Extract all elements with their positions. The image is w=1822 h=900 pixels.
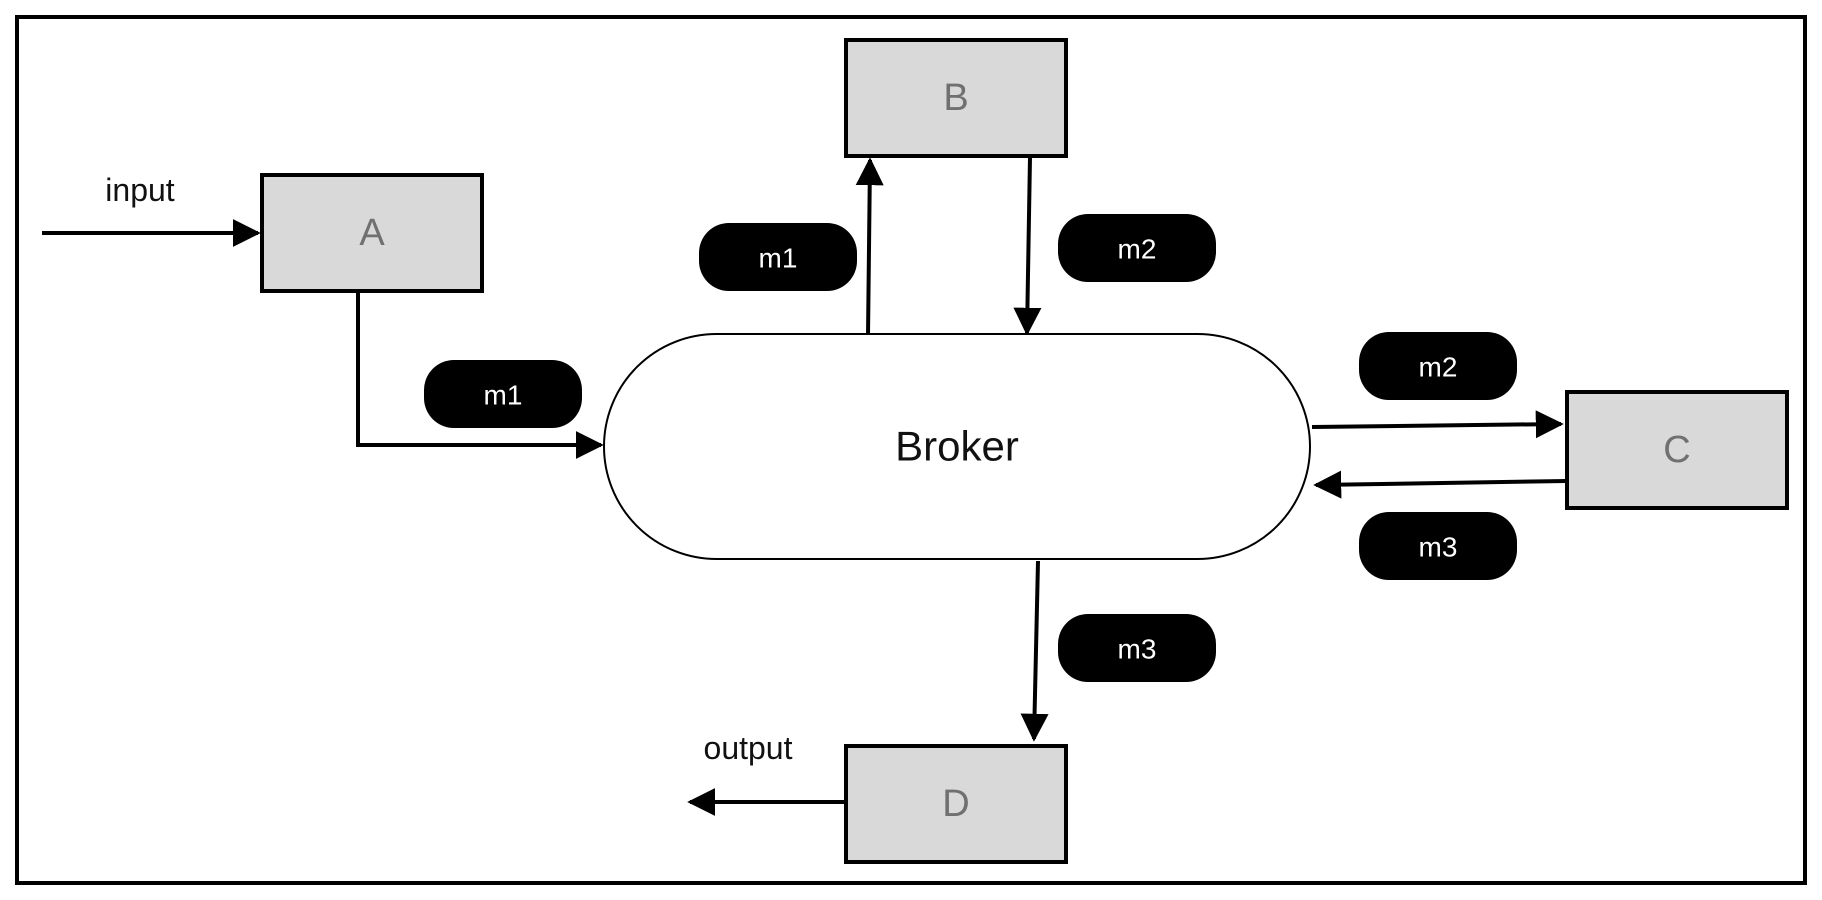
output-label: output xyxy=(704,730,793,766)
node-b: B xyxy=(844,38,1068,158)
node-d-box xyxy=(844,744,1068,864)
a-to-broker-arrow xyxy=(356,292,604,459)
message-pill-broker-to-d: m3 xyxy=(1058,614,1216,682)
message-pill-shape xyxy=(1058,214,1216,282)
message-pill-shape xyxy=(1359,512,1517,580)
node-a: A xyxy=(260,173,484,293)
message-pill-label: m2 xyxy=(1419,352,1458,383)
message-pill-shape xyxy=(424,360,582,428)
message-pill-b-to-broker: m2 xyxy=(1058,214,1216,282)
message-pill-label: m3 xyxy=(1419,532,1458,563)
message-pill-broker-to-c: m2 xyxy=(1359,332,1517,400)
node-b-box xyxy=(844,38,1068,158)
input-label: input xyxy=(105,172,175,208)
broker-to-b-arrow xyxy=(855,157,884,337)
broker-shape xyxy=(603,333,1311,560)
message-pill-label: m1 xyxy=(484,380,523,411)
node-a-label: A xyxy=(359,212,385,254)
node-b-label: B xyxy=(943,77,968,119)
message-pill-label: m1 xyxy=(759,243,798,274)
message-pill-broker-to-b: m1 xyxy=(699,223,857,291)
node-c-label: C xyxy=(1663,429,1690,471)
broker-node: Broker xyxy=(603,333,1311,560)
message-pill-shape xyxy=(1359,332,1517,400)
message-pill-shape xyxy=(1058,614,1216,682)
broker-to-c-arrow xyxy=(1311,410,1564,439)
message-pill-c-to-broker: m3 xyxy=(1359,512,1517,580)
broker-to-d-arrow xyxy=(1020,560,1049,742)
node-d: D xyxy=(844,744,1068,864)
node-c-box xyxy=(1565,390,1789,510)
message-pill-label: m3 xyxy=(1118,634,1157,665)
message-pill-a-to-broker: m1 xyxy=(424,360,582,428)
c-to-broker-arrow xyxy=(1313,470,1568,499)
broker-label: Broker xyxy=(895,423,1019,470)
node-d-label: D xyxy=(942,783,969,825)
node-c: C xyxy=(1565,390,1789,510)
b-to-broker-arrow xyxy=(1013,156,1042,336)
message-pill-shape xyxy=(699,223,857,291)
message-pill-label: m2 xyxy=(1118,234,1157,265)
node-a-box xyxy=(260,173,484,293)
